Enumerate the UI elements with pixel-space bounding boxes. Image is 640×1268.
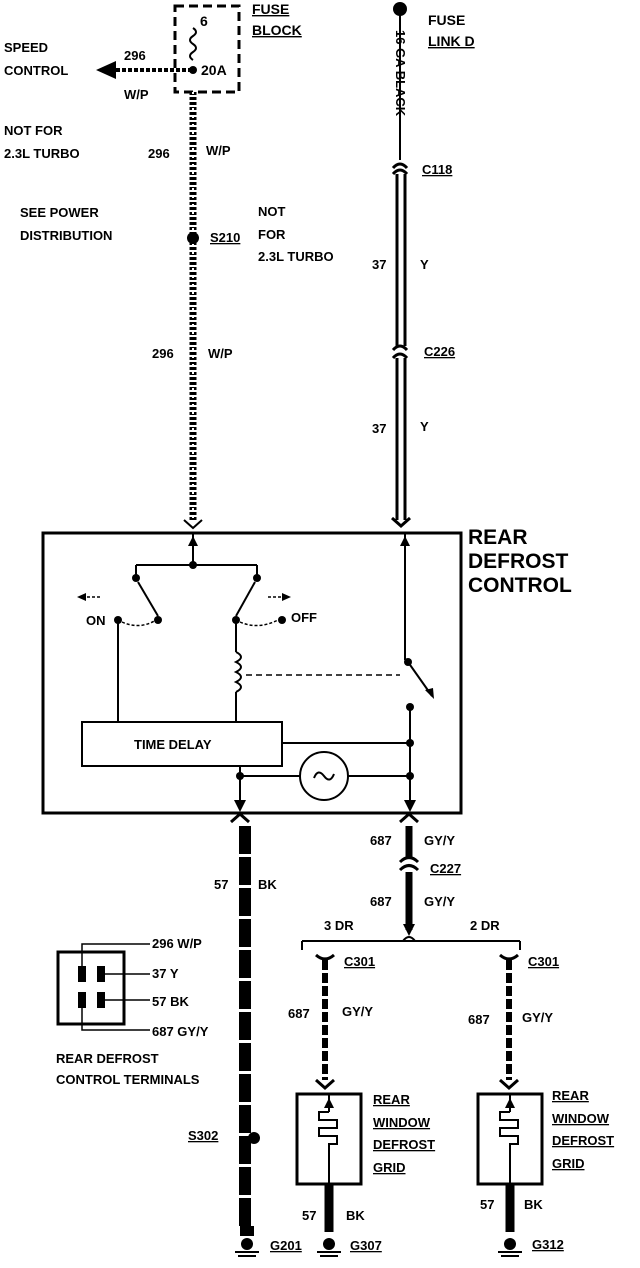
note-not: NOT [258,204,286,219]
module-title-3: CONTROL [468,574,572,597]
terminals-caption-2: CONTROL TERMINALS [56,1072,200,1087]
rear-window-defrost-grid-right [476,953,544,1257]
control-terminals-view [56,943,150,1031]
wire-gyy-label-left: GY/Y [342,1004,373,1019]
fuse-link-label-2: LINK D [428,33,475,49]
grid-left-line-4: GRID [373,1160,406,1175]
ground-g312: G312 [532,1237,564,1252]
wire-bk-label-right: BK [524,1197,543,1212]
grid-right-line-1: REAR [552,1088,589,1103]
note-see-power-2: DISTRIBUTION [20,228,112,243]
wire-gyy-label-b: GY/Y [424,894,455,909]
wire-wp-label-a: W/P [206,143,231,158]
wire-57-label: 57 [214,877,228,892]
fuse-link-d: 16 GA BLACK FUSE LINK D [393,2,475,160]
time-delay-label: TIME DELAY [134,737,212,752]
note-turbo: 2.3L TURBO [258,249,334,264]
rear-window-defrost-grid-left [295,953,363,1257]
grid-right-line-3: DEFROST [552,1133,614,1148]
grid-right-line-4: GRID [552,1156,585,1171]
wire-687-label-right: 687 [468,1012,490,1027]
wire-wp-label-b: W/P [208,346,233,361]
terminal-label-4: 687 GY/Y [152,1024,209,1039]
wire-y-label-a: Y [420,257,429,272]
grid-right-line-2: WINDOW [552,1111,610,1126]
connector-c118: C118 [422,162,452,177]
wire-37-y [391,162,411,529]
wire-687-label-b: 687 [370,894,392,909]
wire-687-label-left: 687 [288,1006,310,1021]
speed-control-circuit: 296 [124,48,146,63]
module-title-1: REAR [468,526,528,549]
fuse-block: 6 20A FUSE BLOCK [173,1,302,94]
switch-off-label: OFF [291,610,317,625]
speed-control-label-2: CONTROL [4,63,68,78]
wire-296-label-b: 296 [152,346,174,361]
wire-57-bk [230,811,260,1257]
splice-s302-dot [248,1132,260,1144]
connector-c301-left: C301 [344,954,375,969]
fuse-link-wire-label: 16 GA BLACK [393,30,408,117]
terminal-label-2: 37 Y [152,966,179,981]
module-title-2: DEFROST [468,550,569,573]
speed-control-wire: 296 W/P SPEED CONTROL [4,40,193,102]
fuse-block-label-2: BLOCK [252,22,302,38]
wire-57-label-right: 57 [480,1197,494,1212]
speed-control-label-1: SPEED [4,40,48,55]
door-3dr-label: 3 DR [324,918,354,933]
wire-y-label-b: Y [420,419,429,434]
splice-s210-dot [187,232,199,244]
wire-bk-label: BK [258,877,277,892]
connector-c226: C226 [424,344,455,359]
speed-control-color: W/P [124,87,149,102]
note-not-for-2: 2.3L TURBO [4,146,80,161]
note-not-for-1: NOT FOR [4,123,63,138]
wire-57-label-left: 57 [302,1208,316,1223]
note-for: FOR [258,227,286,242]
connector-c227: C227 [430,861,461,876]
fuse-terminal-label: 6 [200,13,208,29]
wire-37-label-b: 37 [372,421,386,436]
terminal-label-1: 296 W/P [152,936,202,951]
wire-296-label-a: 296 [148,146,170,161]
grid-left-line-2: WINDOW [373,1115,431,1130]
splice-s210-label: S210 [210,230,240,245]
fuse-link-label-1: FUSE [428,12,465,28]
wire-gyy-label-a: GY/Y [424,833,455,848]
terminals-caption-1: REAR DEFROST [56,1051,159,1066]
fuse-rating-label: 20A [201,62,227,78]
ground-g307: G307 [350,1238,382,1253]
grid-left-line-1: REAR [373,1092,410,1107]
fuse-block-label-1: FUSE [252,1,289,17]
wire-gyy-label-right: GY/Y [522,1010,553,1025]
wire-bk-label-left: BK [346,1208,365,1223]
wire-296-wp [183,92,203,530]
ground-g201: G201 [270,1238,302,1253]
rear-defrost-control-module: ON OFF TIME DELAY REAR DEFROST CONTROL [41,526,572,815]
wire-687-label-a: 687 [370,833,392,848]
wire-687-gyy [301,811,521,950]
note-see-power-1: SEE POWER [20,205,99,220]
switch-on-label: ON [86,613,106,628]
terminal-label-3: 57 BK [152,994,189,1009]
connector-c301-right: C301 [528,954,559,969]
grid-left-line-3: DEFROST [373,1137,435,1152]
door-2dr-label: 2 DR [470,918,500,933]
wire-37-label-a: 37 [372,257,386,272]
splice-s302-label: S302 [188,1128,218,1143]
